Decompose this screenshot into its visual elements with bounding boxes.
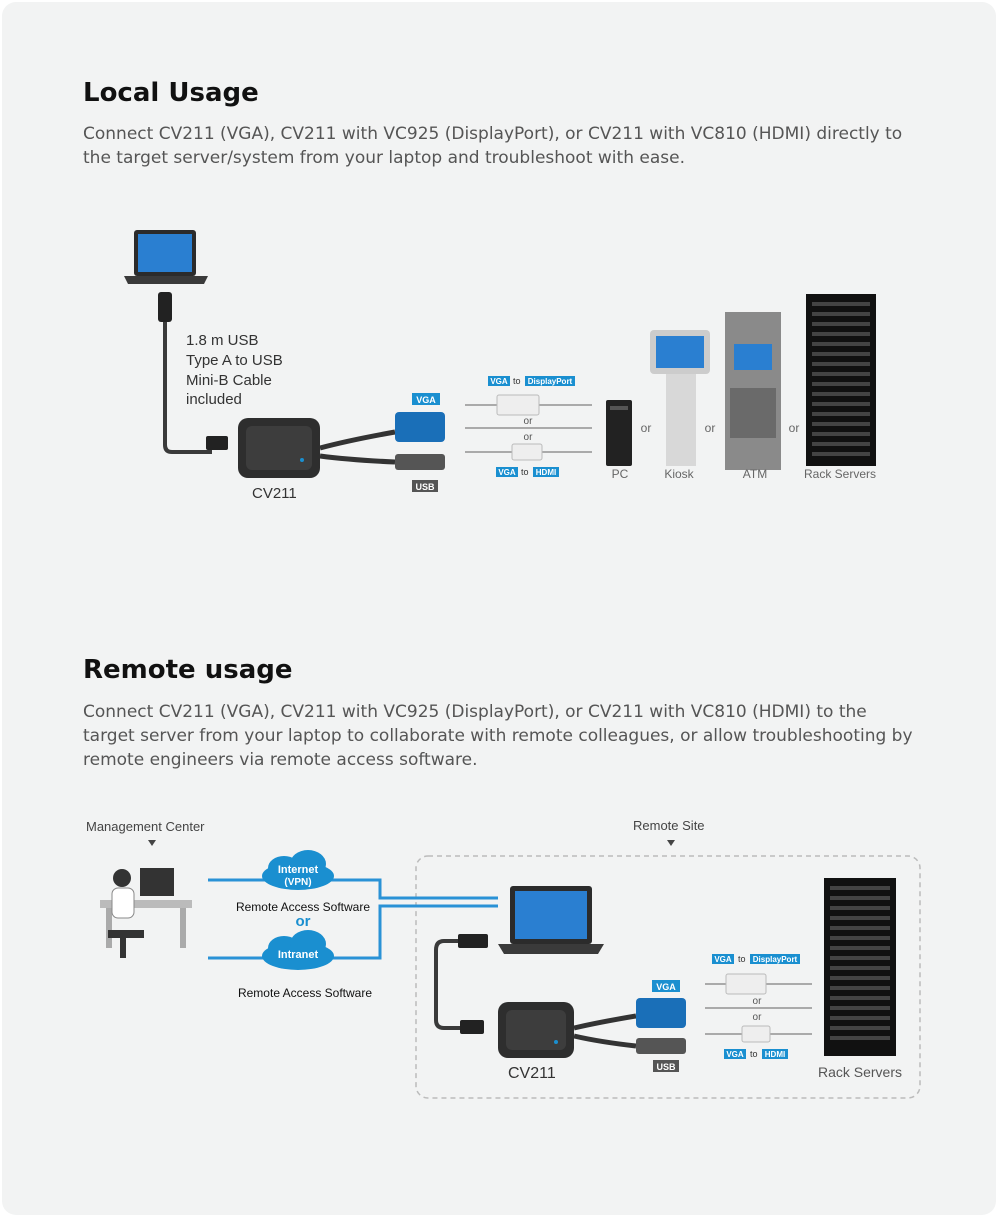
vga-tag xyxy=(412,393,440,405)
cv211-device-icon xyxy=(238,418,320,478)
cable-label-line: Mini-B Cable xyxy=(186,372,272,389)
svg-text:USB: USB xyxy=(656,1062,676,1072)
svg-text:HDMI: HDMI xyxy=(765,1050,785,1059)
usb-a-plug-icon xyxy=(458,934,488,948)
svg-text:VGA: VGA xyxy=(726,1050,744,1059)
target-label-rack-servers: Rack Servers xyxy=(818,1064,902,1080)
svg-text:to: to xyxy=(738,954,746,964)
usb-tag xyxy=(653,1060,679,1072)
target-label-atm: ATM xyxy=(743,467,767,481)
cable-label-line: Type A to USB xyxy=(186,352,283,369)
pc-tower-icon xyxy=(606,400,632,466)
vga-tag xyxy=(652,980,680,992)
svg-text:VGA: VGA xyxy=(416,395,436,405)
usb-tag xyxy=(412,480,438,492)
target-label-kiosk: Kiosk xyxy=(664,467,694,481)
svg-text:USB: USB xyxy=(415,482,435,492)
usb-a-plug-icon xyxy=(158,292,172,322)
svg-text:or: or xyxy=(641,421,652,435)
remote-usage-title: Remote usage xyxy=(83,655,293,685)
usb-connector-icon xyxy=(395,454,445,470)
cv211-label: CV211 xyxy=(508,1065,556,1082)
svg-text:VGA: VGA xyxy=(656,982,676,992)
svg-text:to: to xyxy=(750,1049,758,1059)
local-usage-diagram: 1.8 m USB Type A to USB Mini-B Cable inc… xyxy=(124,230,876,502)
kiosk-icon xyxy=(650,330,710,466)
cloud-label-vpn: (VPN) xyxy=(284,877,311,888)
laptop-icon xyxy=(124,230,208,284)
cloud-label-internet: Internet xyxy=(278,864,319,876)
remote-usage-description: Connect CV211 (VGA), CV211 with VC925 (D… xyxy=(83,702,913,770)
cable-label-line: included xyxy=(186,391,242,408)
svg-text:or: or xyxy=(753,1012,763,1023)
technician-workstation-icon xyxy=(100,868,192,958)
svg-text:to: to xyxy=(521,467,529,477)
vc925-adapter-icon xyxy=(496,394,540,416)
cable-label-line: 1.8 m USB xyxy=(186,332,259,349)
down-arrow-icon xyxy=(148,840,156,846)
adapter-to-tag: DisplayPort xyxy=(753,955,798,964)
target-label-pc: PC xyxy=(612,467,629,481)
local-usage-title: Local Usage xyxy=(83,78,259,108)
svg-text:to: to xyxy=(513,376,521,386)
down-arrow-icon xyxy=(667,840,675,846)
svg-text:HDMI: HDMI xyxy=(536,468,556,477)
adapter-from-tag: VGA xyxy=(714,955,732,964)
vc810-adapter-icon xyxy=(741,1025,771,1043)
vga-connector-icon xyxy=(636,998,686,1028)
or-label: or xyxy=(296,913,311,930)
rack-server-icon xyxy=(806,294,876,466)
remote-usage-diagram: Management Center Remote Site Internet (… xyxy=(86,818,921,1099)
vga-connector-icon xyxy=(395,412,445,442)
rack-server-icon xyxy=(824,878,896,1056)
local-usage-description: Connect CV211 (VGA), CV211 with VC925 (D… xyxy=(83,124,903,168)
cloud-label-intranet: Intranet xyxy=(278,949,319,961)
svg-text:or: or xyxy=(524,416,534,427)
svg-text:or: or xyxy=(524,432,534,443)
svg-text:or: or xyxy=(705,421,716,435)
svg-text:VGA: VGA xyxy=(498,468,516,477)
adapter-to-tag: DisplayPort xyxy=(528,377,573,386)
mini-b-plug-icon xyxy=(206,436,228,450)
cv211-label: CV211 xyxy=(252,485,297,502)
atm-icon xyxy=(725,312,781,470)
cv211-device-icon xyxy=(498,1002,574,1058)
vc925-adapter-icon xyxy=(725,973,767,995)
remote-site-label: Remote Site xyxy=(633,818,705,833)
intranet-cloud-icon xyxy=(262,930,334,970)
remote-site-boundary xyxy=(415,855,921,1099)
svg-text:or: or xyxy=(753,996,763,1007)
adapter-from-tag: VGA xyxy=(490,377,508,386)
internet-cloud-icon xyxy=(262,850,334,890)
remote-software-label: Remote Access Software xyxy=(236,900,370,914)
remote-software-label: Remote Access Software xyxy=(238,986,372,1000)
target-label-rack-servers: Rack Servers xyxy=(804,467,876,481)
mini-b-plug-icon xyxy=(460,1020,484,1034)
svg-text:or: or xyxy=(789,421,800,435)
laptop-icon xyxy=(498,886,604,954)
usb-connector-icon xyxy=(636,1038,686,1054)
vc810-adapter-icon xyxy=(511,443,543,461)
management-center-label: Management Center xyxy=(86,819,205,834)
